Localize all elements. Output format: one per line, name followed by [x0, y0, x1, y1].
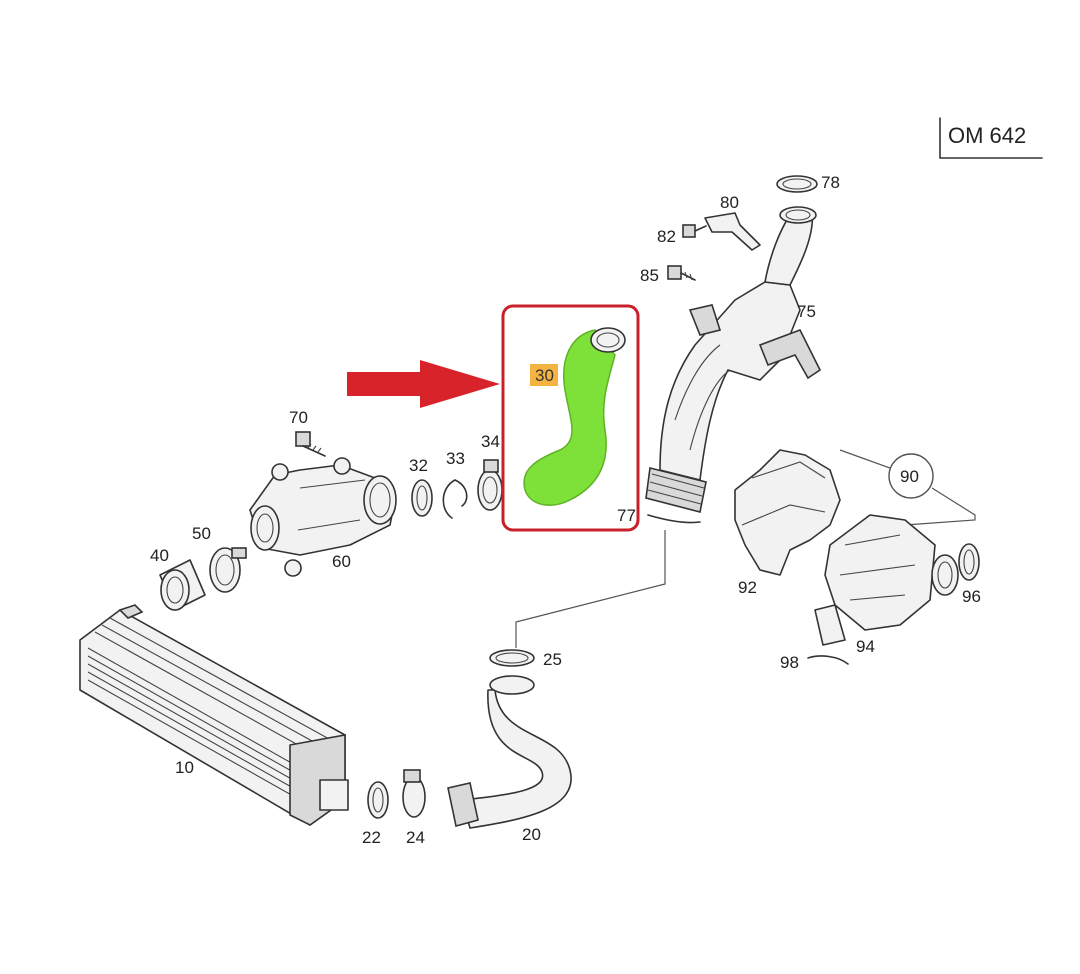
- label-40: 40: [150, 546, 169, 565]
- part-30-highlight-frame[interactable]: 30: [501, 304, 640, 532]
- label-85: 85: [640, 266, 659, 285]
- part-32-seal-ring[interactable]: [411, 479, 433, 517]
- part-96-seal-ring[interactable]: [958, 543, 980, 581]
- part-20-hose[interactable]: [447, 675, 572, 829]
- label-30: 30: [535, 366, 554, 385]
- part-75-air-duct[interactable]: [659, 206, 822, 481]
- pointer-arrow: [347, 360, 500, 408]
- label-77: 77: [617, 506, 636, 525]
- engine-code: OM 642: [948, 123, 1026, 148]
- part-94-housing[interactable]: [814, 514, 959, 646]
- part-98-clip[interactable]: [807, 655, 849, 665]
- label-96: 96: [962, 587, 981, 606]
- part-30-hose[interactable]: [523, 329, 616, 506]
- part-10-intercooler[interactable]: [79, 604, 349, 826]
- part-30-end-ring: [590, 327, 626, 353]
- label-94: 94: [856, 637, 875, 656]
- part-60-pipe-housing[interactable]: [249, 457, 397, 577]
- part-70-bolt[interactable]: [295, 431, 326, 457]
- label-24: 24: [406, 828, 425, 847]
- label-78: 78: [821, 173, 840, 192]
- label-34: 34: [481, 432, 500, 451]
- label-90: 90: [900, 467, 919, 486]
- part-78-seal-ring[interactable]: [776, 175, 818, 193]
- part-90-group-callout: [839, 449, 976, 526]
- label-32: 32: [409, 456, 428, 475]
- part-92-heat-shield[interactable]: [734, 449, 841, 576]
- label-80: 80: [720, 193, 739, 212]
- label-25: 25: [543, 650, 562, 669]
- part-25-seal-ring[interactable]: [489, 649, 535, 667]
- part-22-seal-ring[interactable]: [367, 781, 389, 819]
- label-10: 10: [175, 758, 194, 777]
- label-70: 70: [289, 408, 308, 427]
- label-92: 92: [738, 578, 757, 597]
- label-75: 75: [797, 302, 816, 321]
- label-50: 50: [192, 524, 211, 543]
- engine-code-box: OM 642: [939, 117, 1043, 159]
- label-20: 20: [522, 825, 541, 844]
- label-98: 98: [780, 653, 799, 672]
- part-24-clamp[interactable]: [402, 769, 426, 818]
- leader-25-77: [515, 530, 666, 648]
- label-22: 22: [362, 828, 381, 847]
- part-33-spring-clip[interactable]: [442, 479, 468, 519]
- part-80-bracket[interactable]: [704, 212, 761, 251]
- part-34-clamp[interactable]: [477, 459, 503, 511]
- part-82-bolt[interactable]: [682, 224, 707, 238]
- label-33: 33: [446, 449, 465, 468]
- label-82: 82: [657, 227, 676, 246]
- part-77-coupling[interactable]: [645, 467, 707, 524]
- part-40-sleeve[interactable]: [159, 559, 206, 611]
- part-50-clamp[interactable]: [209, 547, 247, 593]
- label-60: 60: [332, 552, 351, 571]
- label-30-badge: [530, 364, 558, 386]
- part-85-bolt[interactable]: [667, 265, 696, 281]
